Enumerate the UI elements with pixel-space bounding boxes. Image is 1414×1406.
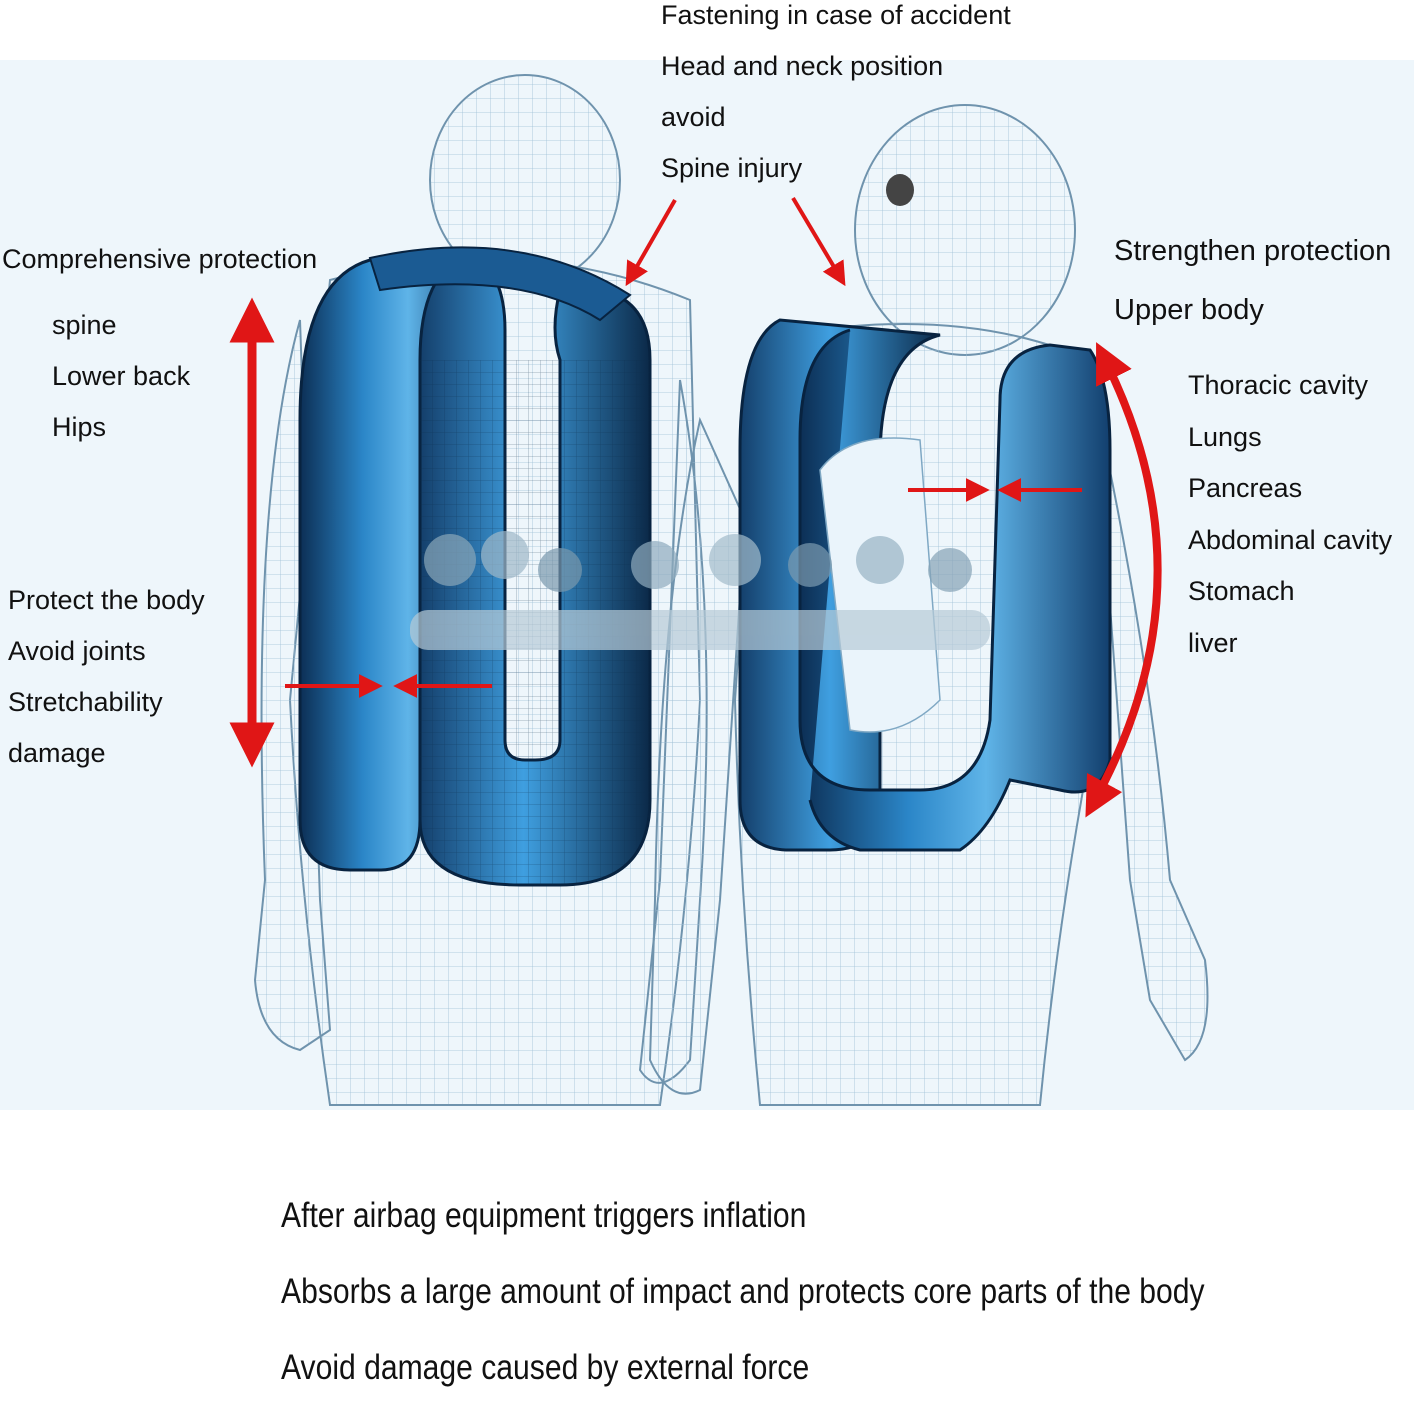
caption-line: After airbag equipment triggers inflatio… (281, 1196, 807, 1235)
left-mid-line: damage (8, 738, 106, 768)
top-arrow-left (625, 199, 677, 287)
right-figure (648, 104, 1209, 1106)
right-heading: Strengthen protection Upper body (1114, 222, 1391, 340)
red-arrows (229, 196, 1162, 818)
left-mid-label: Protect the body Avoid joints Stretchabi… (8, 575, 205, 779)
left-mid-line: Protect the body (8, 585, 205, 615)
top-note-line: Fastening in case of accident (661, 0, 1011, 30)
caption-line: Avoid damage caused by external force (281, 1348, 810, 1387)
right-heading-line: Upper body (1114, 294, 1264, 326)
top-note-line: avoid (661, 102, 726, 132)
right-item: Thoracic cavity (1188, 370, 1369, 400)
right-item: Abdominal cavity (1188, 524, 1393, 555)
left-mid-line: Avoid joints (8, 636, 146, 666)
top-note-line: Spine injury (661, 153, 803, 183)
top-arrow-right (791, 196, 846, 287)
left-top-item: spine (52, 310, 117, 340)
vertebra-strip (410, 531, 990, 650)
caption: After airbag equipment triggers inflatio… (281, 1178, 1205, 1406)
left-top-item: Lower back (52, 361, 191, 391)
right-item: Stomach (1188, 576, 1295, 606)
left-top-item: Hips (52, 412, 107, 442)
right-item: liver (1188, 627, 1238, 658)
right-heading-line: Strengthen protection (1114, 235, 1392, 267)
top-note-line: Head and neck position (661, 51, 944, 81)
left-top-items: spine Lower back Hips (52, 300, 190, 453)
top-note-label: Fastening in case of accident Head and n… (661, 0, 1011, 194)
airbag-vest-illustration (0, 60, 1414, 1110)
right-item: Pancreas (1188, 473, 1303, 503)
right-items: Thoracic cavity Lungs Pancreas Abdominal… (1188, 360, 1392, 669)
left-top-heading-text: Comprehensive protection (2, 244, 318, 274)
left-top-heading: Comprehensive protection (2, 234, 317, 285)
right-curved-arrow (1085, 342, 1162, 818)
caption-line: Absorbs a large amount of impact and pro… (281, 1272, 1205, 1311)
left-mid-line: Stretchability (8, 687, 163, 717)
right-item: Lungs (1188, 421, 1262, 452)
